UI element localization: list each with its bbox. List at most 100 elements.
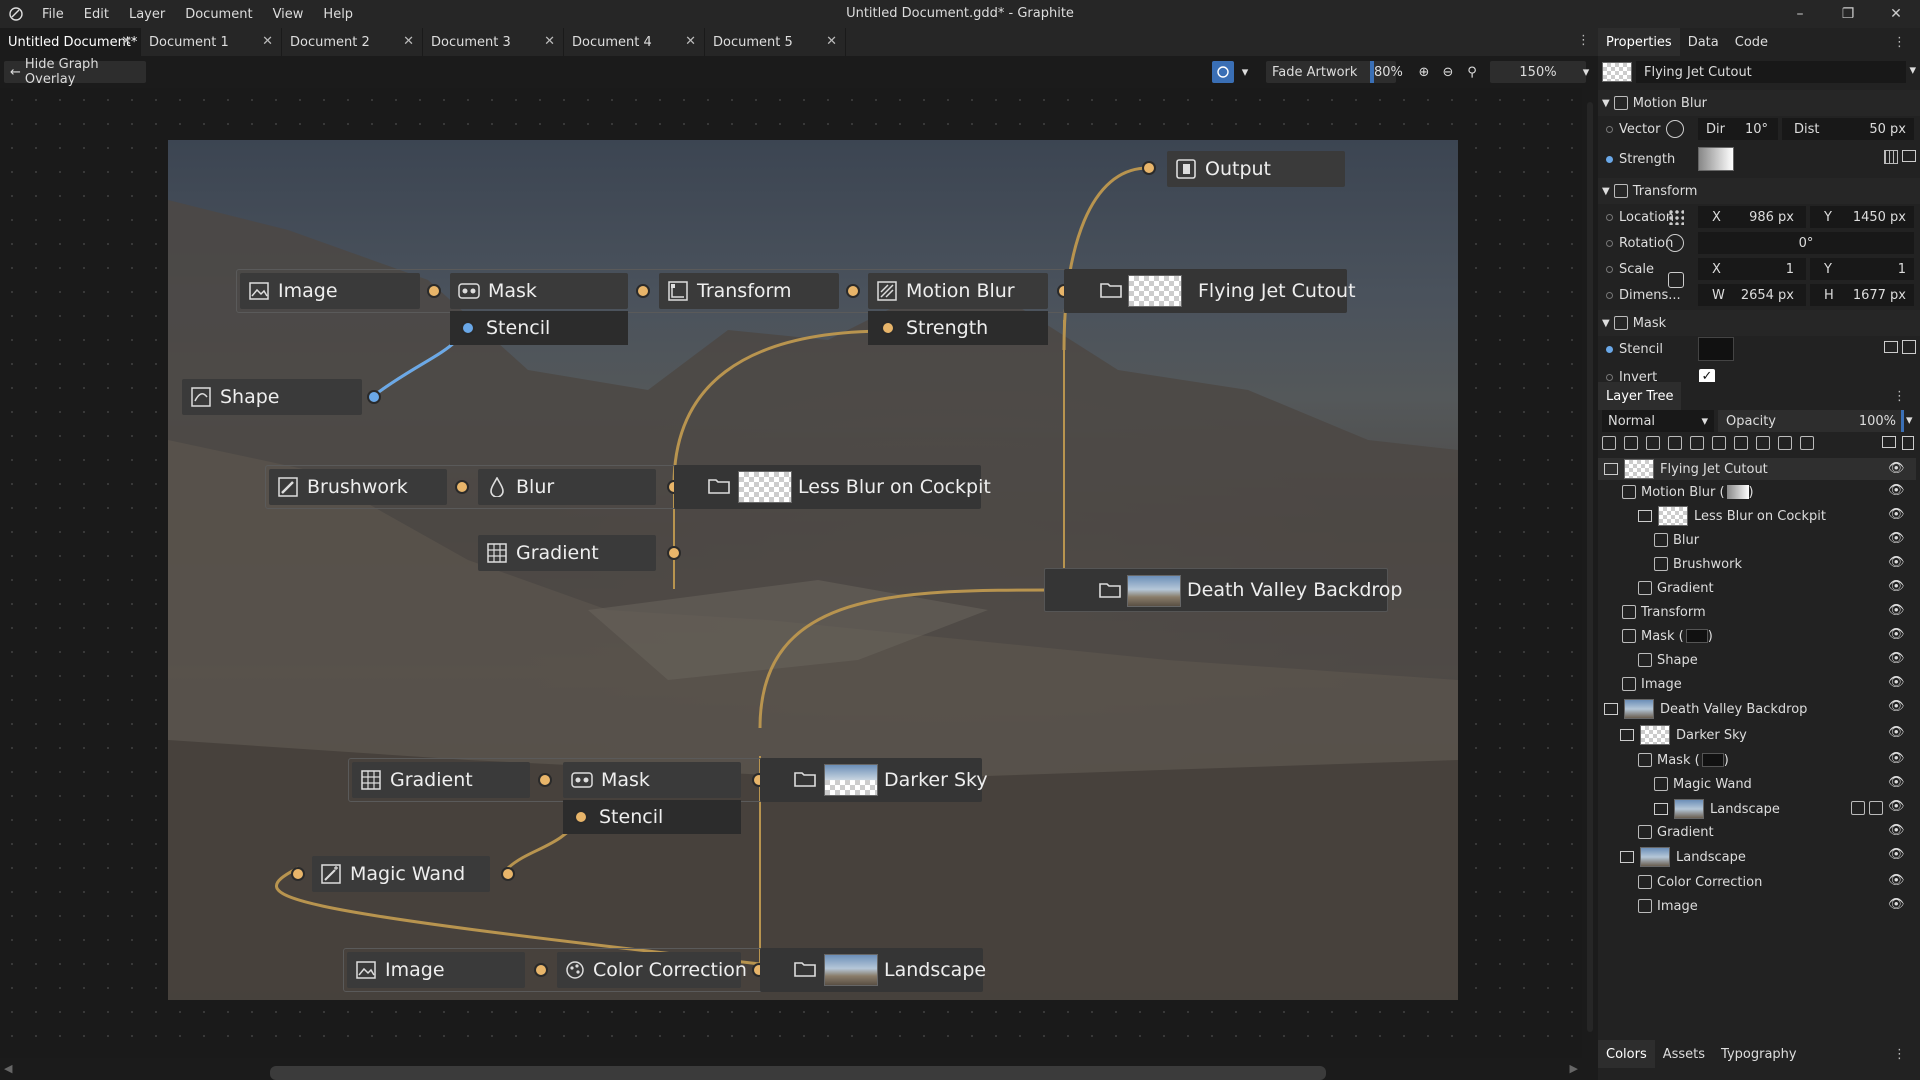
close-tab-icon[interactable]: ✕ bbox=[544, 34, 555, 49]
layer-tree-title[interactable]: Layer Tree bbox=[1598, 382, 1682, 410]
eye-icon[interactable]: 👁 bbox=[1888, 507, 1905, 522]
opacity-chevron-icon[interactable]: ▾ bbox=[1906, 413, 1913, 428]
more-options-icon[interactable]: ⋮ bbox=[1577, 33, 1590, 48]
gradient-icon[interactable] bbox=[1690, 436, 1704, 450]
eye-icon[interactable]: 👁 bbox=[1888, 873, 1905, 888]
scroll-left-arrow-icon[interactable]: ◀ bbox=[4, 1062, 13, 1075]
eye-icon[interactable]: 👁 bbox=[1888, 483, 1905, 498]
tab-colors[interactable]: Colors bbox=[1598, 1040, 1655, 1068]
folder-open-icon[interactable] bbox=[1638, 510, 1652, 522]
layer-row-shape[interactable]: Shape 👁 bbox=[1598, 648, 1916, 672]
transform-output-port[interactable] bbox=[846, 284, 860, 298]
stencil-input-2[interactable]: Stencil bbox=[563, 800, 741, 834]
tab-document-1[interactable]: Document 1✕ bbox=[141, 28, 282, 56]
close-tab-icon[interactable]: ✕ bbox=[121, 34, 132, 49]
expose-dot[interactable] bbox=[1606, 345, 1613, 353]
layer-row-flying-jet-cutout[interactable]: Flying Jet Cutout 👁 bbox=[1598, 458, 1916, 480]
more-options-icon[interactable]: ⋮ bbox=[1893, 1046, 1906, 1062]
eye-icon[interactable]: 👁 bbox=[1888, 579, 1905, 594]
overlay-dropdown-chevron-icon[interactable]: ▾ bbox=[1241, 64, 1249, 80]
blur-icon[interactable] bbox=[1756, 436, 1770, 450]
new-folder-icon[interactable] bbox=[1882, 436, 1896, 448]
blend-mode-select[interactable]: Normal▾ bbox=[1602, 410, 1714, 432]
expose-dot[interactable] bbox=[1606, 373, 1613, 381]
layer-row-darker-sky[interactable]: Darker Sky 👁 bbox=[1598, 722, 1916, 748]
more-options-icon[interactable]: ⋮ bbox=[1893, 34, 1906, 50]
expose-dot[interactable] bbox=[1606, 291, 1613, 299]
layer-row-less-blur-on-cockpit[interactable]: Less Blur on Cockpit 👁 bbox=[1598, 504, 1916, 528]
eye-icon[interactable]: 👁 bbox=[1888, 799, 1905, 814]
link-proportions-icon[interactable] bbox=[1668, 272, 1684, 288]
overlay-toggle-icon[interactable] bbox=[1212, 61, 1234, 83]
horizontal-scrollbar[interactable]: ◀ ▶ bbox=[0, 1058, 1582, 1080]
mask-icon[interactable] bbox=[1624, 436, 1638, 450]
tab-typography[interactable]: Typography bbox=[1721, 1046, 1797, 1062]
invert-checkbox[interactable]: ✓ bbox=[1699, 369, 1715, 385]
folder-open-icon[interactable] bbox=[1604, 463, 1618, 475]
shape-icon[interactable] bbox=[1668, 436, 1682, 450]
rotation-input[interactable]: 0° bbox=[1698, 232, 1914, 254]
expose-dot[interactable] bbox=[1606, 239, 1613, 247]
magic-wand-output-port[interactable] bbox=[501, 867, 515, 881]
gradient-node[interactable]: Gradient bbox=[478, 535, 656, 571]
output-node[interactable]: Output bbox=[1167, 151, 1345, 187]
menu-layer[interactable]: Layer bbox=[128, 6, 166, 22]
eye-icon[interactable]: 👁 bbox=[1888, 531, 1905, 546]
angle-dial-icon[interactable] bbox=[1666, 120, 1684, 138]
zoom-fit-icon[interactable]: ⚲ bbox=[1467, 64, 1477, 80]
mask-node-2[interactable]: Mask bbox=[563, 762, 741, 798]
gradient-node-2[interactable]: Gradient bbox=[352, 762, 530, 798]
eye-icon[interactable]: 👁 bbox=[1888, 555, 1905, 570]
zoom-out-icon[interactable]: ⊖ bbox=[1442, 64, 1454, 80]
menu-view[interactable]: View bbox=[272, 6, 304, 22]
menu-edit[interactable]: Edit bbox=[83, 6, 109, 22]
layer-row-blur[interactable]: Blur 👁 bbox=[1598, 528, 1916, 552]
layer-row-mask-2[interactable]: Mask ( ) 👁 bbox=[1598, 748, 1916, 772]
eye-icon[interactable]: 👁 bbox=[1888, 847, 1905, 862]
eye-icon[interactable]: 👁 bbox=[1888, 627, 1905, 642]
stencil-port[interactable] bbox=[461, 321, 475, 335]
shape-output-port[interactable] bbox=[367, 390, 381, 404]
brushwork-output-port[interactable] bbox=[455, 480, 469, 494]
wand-icon[interactable] bbox=[1734, 436, 1748, 450]
eye-icon[interactable]: 👁 bbox=[1888, 725, 1905, 740]
layer-row-color-correction[interactable]: Color Correction 👁 bbox=[1598, 870, 1916, 894]
expose-dot[interactable] bbox=[1606, 213, 1613, 221]
image-2-output-port[interactable] bbox=[534, 963, 548, 977]
scroll-right-arrow-icon[interactable]: ▶ bbox=[1569, 1062, 1578, 1075]
hide-graph-overlay-button[interactable]: ← Hide Graph Overlay bbox=[4, 57, 146, 87]
menu-document[interactable]: Document bbox=[185, 6, 253, 22]
folder-open-icon[interactable] bbox=[1620, 729, 1634, 741]
flying-jet-cutout-layer-node[interactable]: Flying Jet Cutout bbox=[1064, 269, 1356, 313]
layer-row-transform[interactable]: Transform 👁 bbox=[1598, 600, 1916, 624]
brush-icon[interactable] bbox=[1646, 436, 1660, 450]
eye-icon[interactable]: 👁 bbox=[1888, 775, 1905, 790]
transform-section-header[interactable]: ▼ Transform bbox=[1598, 178, 1920, 204]
eye-icon[interactable]: 👁 bbox=[1888, 461, 1905, 476]
mask-node[interactable]: Mask bbox=[450, 273, 628, 309]
strength-thumbnail[interactable] bbox=[1698, 147, 1734, 171]
folder-icon[interactable] bbox=[1654, 803, 1668, 815]
image-icon[interactable] bbox=[1851, 801, 1865, 815]
stencil-input[interactable]: Stencil bbox=[450, 311, 628, 345]
minimize-icon[interactable]: – bbox=[1796, 6, 1804, 22]
blur-node[interactable]: Blur bbox=[478, 469, 656, 505]
close-tab-icon[interactable]: ✕ bbox=[262, 34, 273, 49]
less-blur-on-cockpit-layer-node[interactable]: Less Blur on Cockpit bbox=[674, 465, 991, 509]
tab-data[interactable]: Data bbox=[1687, 34, 1719, 50]
gradient-2-output-port[interactable] bbox=[538, 773, 552, 787]
delete-icon[interactable] bbox=[1902, 436, 1914, 450]
output-input-port[interactable] bbox=[1142, 161, 1156, 175]
close-icon[interactable]: ✕ bbox=[1890, 6, 1902, 22]
gradient-output-port[interactable] bbox=[667, 546, 681, 560]
vertical-scroll-thumb[interactable] bbox=[1587, 102, 1593, 1032]
layer-row-brushwork[interactable]: Brushwork 👁 bbox=[1598, 552, 1916, 576]
close-tab-icon[interactable]: ✕ bbox=[403, 34, 414, 49]
tab-document-2[interactable]: Document 2✕ bbox=[282, 28, 423, 56]
eye-icon[interactable]: 👁 bbox=[1888, 651, 1905, 666]
transform-node[interactable]: Transform bbox=[659, 273, 839, 309]
layer-row-landscape-ref[interactable]: Landscape 👁 bbox=[1598, 796, 1916, 822]
